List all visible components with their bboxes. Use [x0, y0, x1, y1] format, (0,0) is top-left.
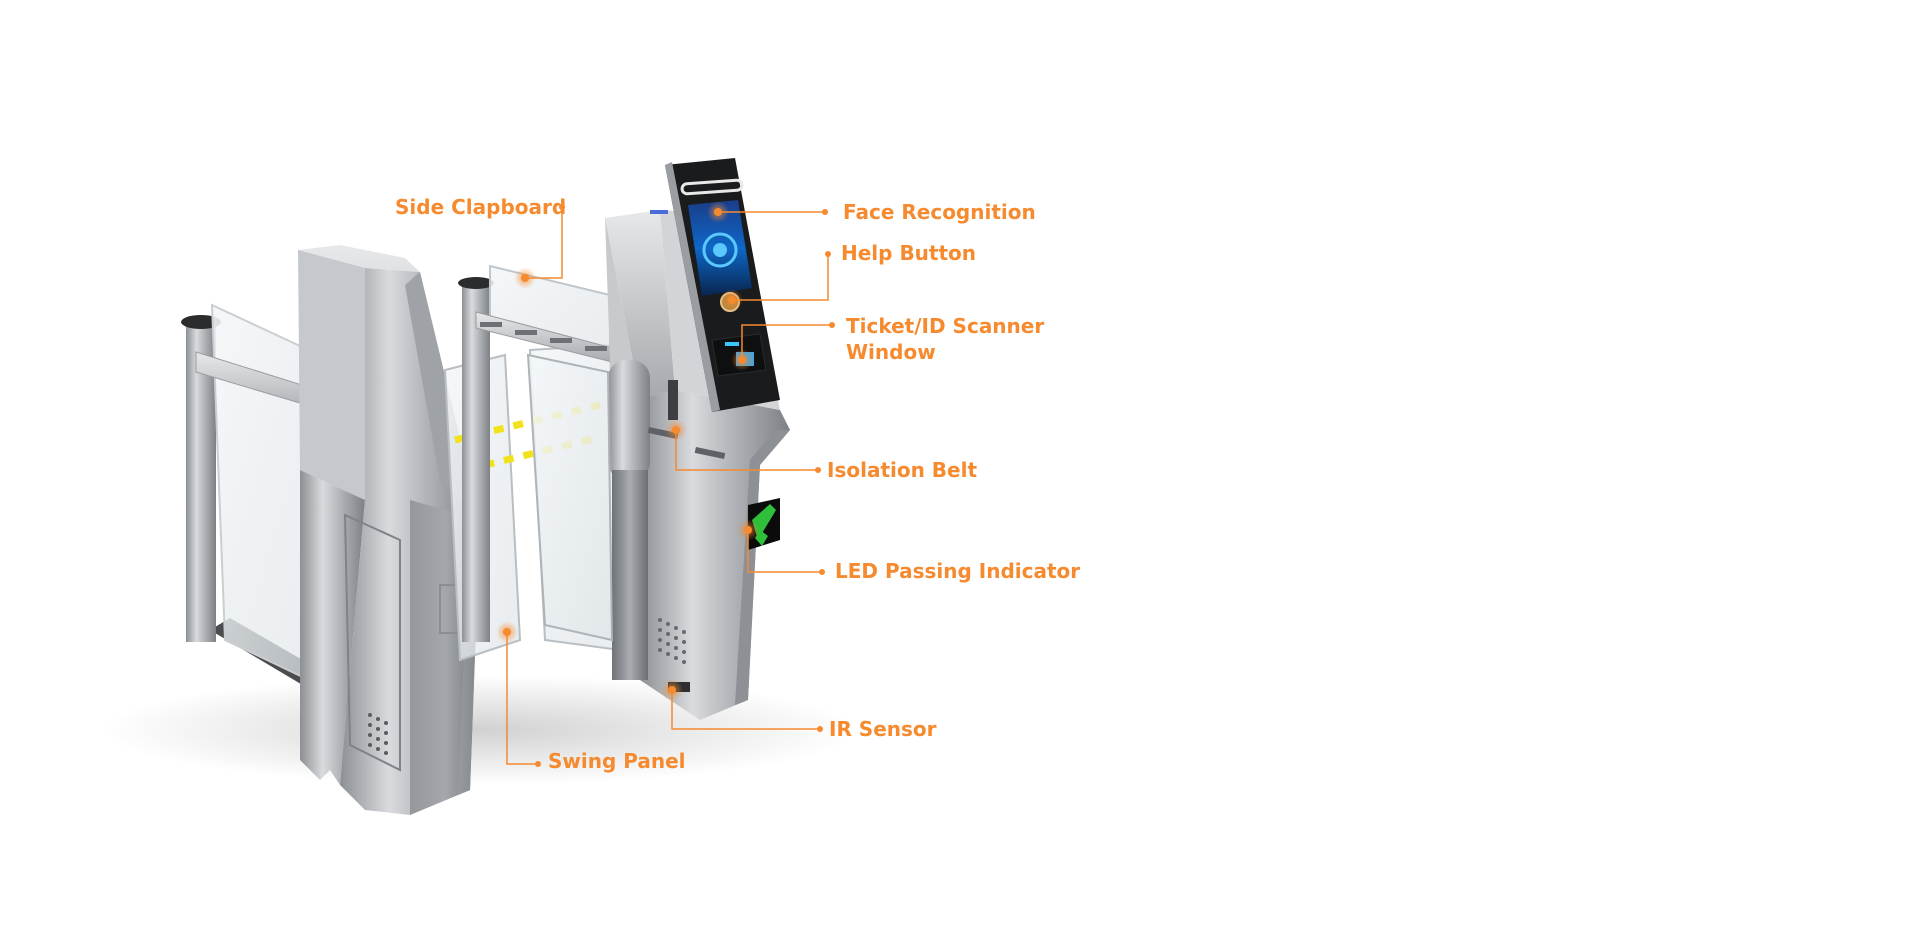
side-clapboard-label: Side Clapboard [395, 195, 567, 219]
led-passing-indicator-label: LED Passing Indicator [835, 559, 1081, 583]
left-unit [181, 245, 490, 815]
callout-lines [506, 207, 832, 765]
isolation-belt-label: Isolation Belt [827, 458, 978, 482]
ticket-scanner-label-line2: Window [846, 340, 936, 364]
ir-sensor-label: IR Sensor [829, 717, 937, 741]
help-button-label: Help Button [841, 241, 977, 265]
floor-shadow [100, 675, 860, 785]
ticket-scanner-label-line1: Ticket/ID Scanner [846, 314, 1045, 338]
callout-markers [496, 201, 835, 767]
face-recognition-label: Face Recognition [843, 200, 1036, 224]
face-terminal [665, 158, 780, 412]
swing-panel-label: Swing Panel [548, 749, 686, 773]
